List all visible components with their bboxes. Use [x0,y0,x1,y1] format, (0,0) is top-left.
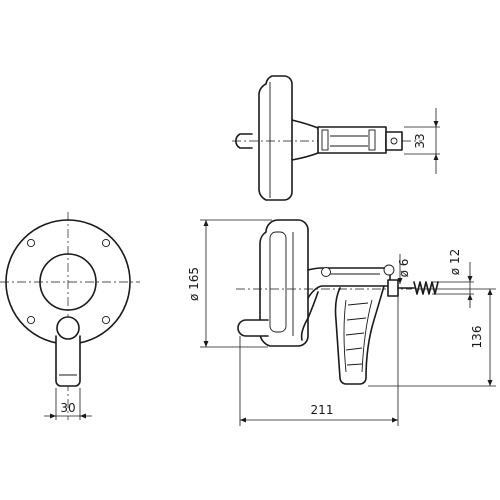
drum-inner-circle [39,253,97,311]
side-view: ø 165 211 136 ø 12 ø 6 [187,219,496,426]
crank-hub-circle [56,316,80,340]
dim-211-label: 211 [311,403,334,417]
dim-211-arrow-right [392,417,398,423]
pistol-grip [334,285,385,385]
grip-rib-4 [345,347,363,351]
dim-30-arrow-right [80,413,86,419]
side-chuck [387,279,399,297]
dim-211-arrow-left [240,417,246,423]
side-drum-body [259,219,309,347]
grip-rib-3 [345,332,365,336]
dim-33-label: 33 [413,133,427,148]
dim-12-arrow-top [467,276,473,282]
top-chuck [385,131,403,151]
dim-165-arrow-bottom [203,341,209,347]
screw-hole-top-right [101,238,111,248]
top-guide-clip-left [321,129,329,151]
grip-rib-5 [346,363,363,366]
side-body-curve [300,291,319,341]
dim-30-label: 30 [60,401,75,415]
front-view: 30 [0,212,140,420]
side-knob-top [383,264,395,276]
dim-6-label: ø 6 [397,259,411,278]
side-spring-tip [413,281,439,295]
screw-hole-top-left [26,238,36,248]
grip-rib-2 [346,317,367,321]
grip-rib-1 [347,302,369,306]
top-crank-knob [235,133,253,149]
dim-33-arrow-bottom [433,154,439,160]
side-drum-window [269,231,287,333]
top-view: 33 [232,75,440,201]
dim-136-arrow-bottom [487,380,493,386]
side-guide-arm [307,267,391,299]
top-neck-upper [291,119,319,129]
pistol-grip-inner-right [361,299,373,373]
top-guide-clip-right [368,129,376,151]
dim-136-label: 136 [470,326,484,349]
top-neck-lower [291,152,319,161]
top-drum-body [258,75,293,201]
dim-33-arrow-top [433,121,439,127]
screw-hole-bottom-left [26,315,36,325]
top-chuck-center [390,137,398,145]
pistol-grip-inner-left [343,299,347,373]
dim-165-arrow-top [203,220,209,226]
side-guide-pivot [321,267,331,277]
dim-6-arrow [397,278,403,284]
dim-12-arrow-bottom [467,294,473,300]
dim-165-label: ø 165 [187,267,201,301]
side-crank-knob [237,319,269,337]
crank-handle [55,335,81,387]
dim-136-arrow-top [487,289,493,295]
dim-12-label: ø 12 [448,249,462,275]
screw-hole-bottom-right [101,315,111,325]
dim-30-arrow-left [50,413,56,419]
